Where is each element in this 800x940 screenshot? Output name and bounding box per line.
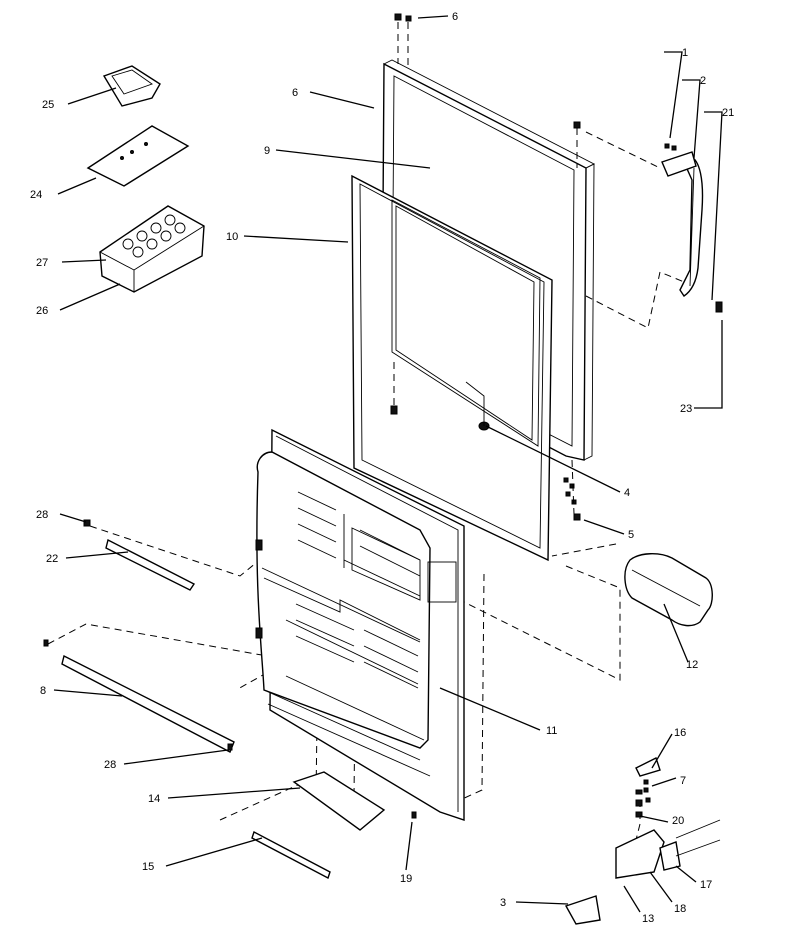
callout-4: 4: [624, 487, 630, 499]
callout-10: 10: [226, 231, 238, 243]
callout-18: 18: [674, 903, 686, 915]
screw-28b: [227, 743, 233, 751]
callout-5: 5: [628, 529, 634, 541]
callout-22: 22: [46, 553, 58, 565]
callout-6b: 6: [292, 87, 298, 99]
callout-1: 1: [682, 47, 688, 59]
ice-bucket: [102, 65, 161, 107]
callout-17: 17: [700, 879, 712, 891]
bottom-panel: [292, 771, 386, 831]
inner-door-liner: [255, 428, 465, 821]
callout-14: 14: [148, 793, 160, 805]
callout-23: 23: [680, 403, 692, 415]
leader-lines: [53, 15, 723, 913]
callout-25: 25: [42, 99, 54, 111]
shelf-bar-bottom: [251, 830, 331, 880]
callout-16: 16: [674, 727, 686, 739]
ice-tray-cover: [86, 125, 190, 187]
ice-tray: [99, 205, 205, 293]
screw-23: [715, 301, 723, 313]
callout-labels: 6 6 9 10 1 2 21 23 4 5 25 24 27 26 28 22…: [30, 11, 734, 925]
top-screws: [394, 13, 677, 168]
hinge-assembly: [564, 757, 721, 925]
callout-28b: 28: [104, 759, 116, 771]
shelf-bar-upper: [105, 538, 196, 591]
callout-20: 20: [672, 815, 684, 827]
callout-24: 24: [30, 189, 42, 201]
callout-12: 12: [686, 659, 698, 671]
callout-8: 8: [40, 685, 46, 697]
door-bin: [624, 553, 713, 627]
callout-6a: 6: [452, 11, 458, 23]
callout-26: 26: [36, 305, 48, 317]
callout-15: 15: [142, 861, 154, 873]
callout-19: 19: [400, 873, 412, 885]
callout-13: 13: [642, 913, 654, 925]
screw-28a: [83, 519, 91, 527]
callout-28a: 28: [36, 509, 48, 521]
callout-27: 27: [36, 257, 48, 269]
bottom-screws: [390, 362, 581, 521]
callout-3: 3: [500, 897, 506, 909]
screw-19: [411, 811, 417, 819]
callout-2: 2: [700, 75, 706, 87]
callout-11: 11: [546, 725, 557, 737]
screw-8: [43, 639, 49, 647]
callout-7: 7: [680, 775, 686, 787]
callout-9: 9: [264, 145, 270, 157]
door-handle: [661, 151, 704, 297]
callout-21: 21: [722, 107, 734, 119]
door-gasket: [351, 174, 553, 562]
shelf-bar-lower: [61, 654, 235, 753]
